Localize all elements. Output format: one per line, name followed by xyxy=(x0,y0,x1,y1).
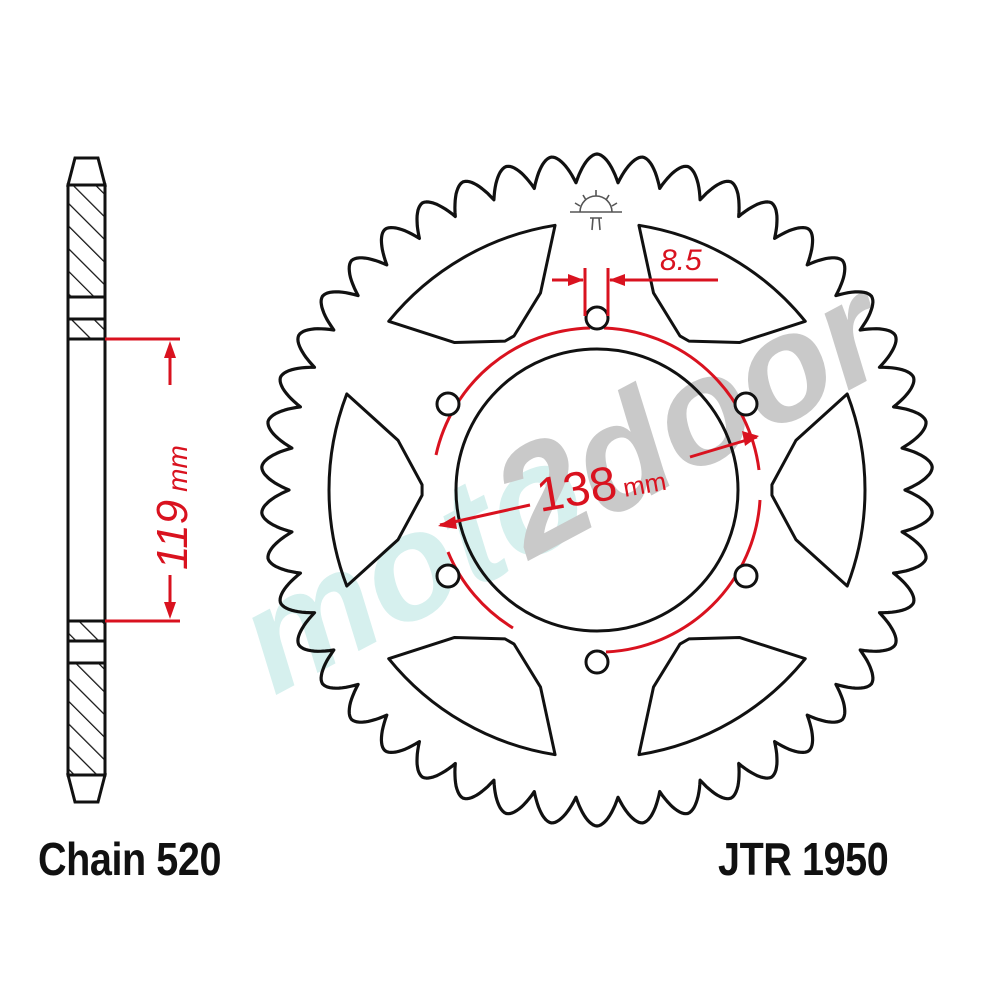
lightening-window xyxy=(637,223,807,345)
bolt-hole xyxy=(584,649,610,675)
bolt-hole xyxy=(733,391,759,417)
jt-logo-icon xyxy=(570,190,622,231)
bolt-hole xyxy=(435,391,461,417)
bolt-hole-dimension xyxy=(552,268,718,316)
bolt-hole xyxy=(733,563,759,589)
lightening-window xyxy=(387,635,557,757)
bolt-hole-dimension-value: 8.5 xyxy=(660,244,702,277)
lightening-window xyxy=(387,223,557,345)
lightening-window xyxy=(770,392,867,588)
bolt-hole xyxy=(435,563,461,589)
side-view xyxy=(66,156,107,804)
pcd-dimension xyxy=(438,431,759,529)
lightening-window xyxy=(327,392,424,588)
center-bore xyxy=(454,347,740,633)
width-dimension-value: 119mm xyxy=(148,445,197,570)
part-number-label: JTR 1950 xyxy=(718,833,889,885)
lightening-window xyxy=(637,635,807,757)
width-dimension xyxy=(105,337,180,623)
sprocket-teeth-outline xyxy=(260,152,934,828)
bolt-hole xyxy=(584,305,610,331)
bolt-holes xyxy=(435,305,759,675)
lightening-windows xyxy=(327,223,867,757)
chain-size-label: Chain 520 xyxy=(38,833,222,885)
